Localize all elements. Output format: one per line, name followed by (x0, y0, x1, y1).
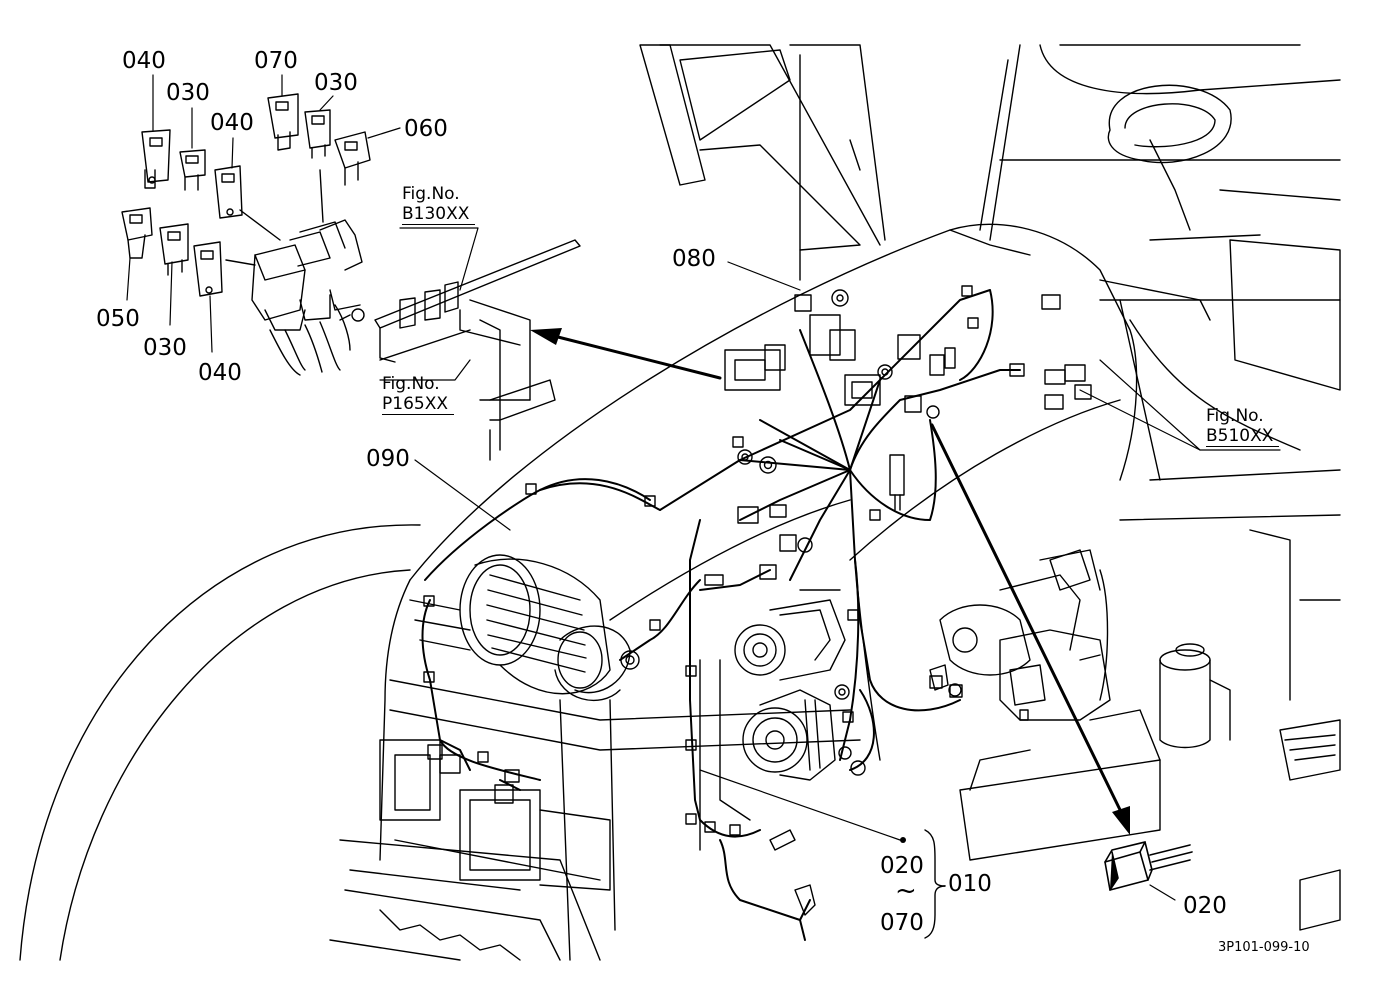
pointer-arrows (548, 333, 1127, 822)
fuse-holder-drawing (251, 219, 365, 376)
relay-020-drawing (1104, 841, 1193, 891)
figure-reference-p165: Fig.No. P165XX (382, 374, 454, 415)
figure-reference-number: B510XX (1206, 426, 1280, 447)
leader-lines (126, 74, 1281, 901)
engine-components (699, 549, 1231, 861)
drawing-code: 3P101-099-10 (1218, 940, 1310, 955)
tire-outline (19, 524, 421, 961)
hood-outline (329, 223, 1301, 961)
figure-reference-b510: Fig.No. B510XX (1206, 406, 1280, 447)
air-cleaner-drawing (459, 554, 631, 701)
part-label-030: 030 (166, 80, 210, 106)
wire-harness-main (421, 289, 1021, 941)
part-label-070: 070 (880, 910, 924, 936)
part-label-040: 040 (210, 110, 254, 136)
figure-reference-caption: Fig.No. (1206, 406, 1264, 426)
arrowheads (530, 328, 1130, 835)
part-label-040: 040 (122, 48, 166, 74)
part-label-060: 060 (404, 116, 448, 142)
group-bracket (924, 829, 946, 939)
part-label-020: 020 (1183, 893, 1227, 919)
part-label-030: 030 (314, 70, 358, 96)
figure-reference-number: P165XX (382, 394, 454, 415)
figure-reference-b130: Fig.No. B130XX (402, 184, 476, 225)
figure-reference-caption: Fig.No. (402, 184, 460, 204)
part-label-050: 050 (96, 306, 140, 332)
part-label-080: 080 (672, 246, 716, 272)
fuse-bracket-drawing (374, 239, 581, 461)
fuse-icons (121, 93, 371, 297)
part-label-030: 030 (143, 335, 187, 361)
figure-reference-caption: Fig.No. (382, 374, 440, 394)
dashboard-outline (639, 44, 1341, 931)
part-label-020: 020 (880, 853, 924, 879)
part-label-040: 040 (198, 360, 242, 386)
range-tilde: ~ (895, 876, 917, 906)
part-label-070: 070 (254, 48, 298, 74)
part-label-090: 090 (366, 446, 410, 472)
dot-marker (900, 837, 906, 843)
harness-connectors (423, 285, 1092, 916)
figure-reference-number: B130XX (402, 204, 476, 225)
part-label-010: 010 (948, 871, 992, 897)
